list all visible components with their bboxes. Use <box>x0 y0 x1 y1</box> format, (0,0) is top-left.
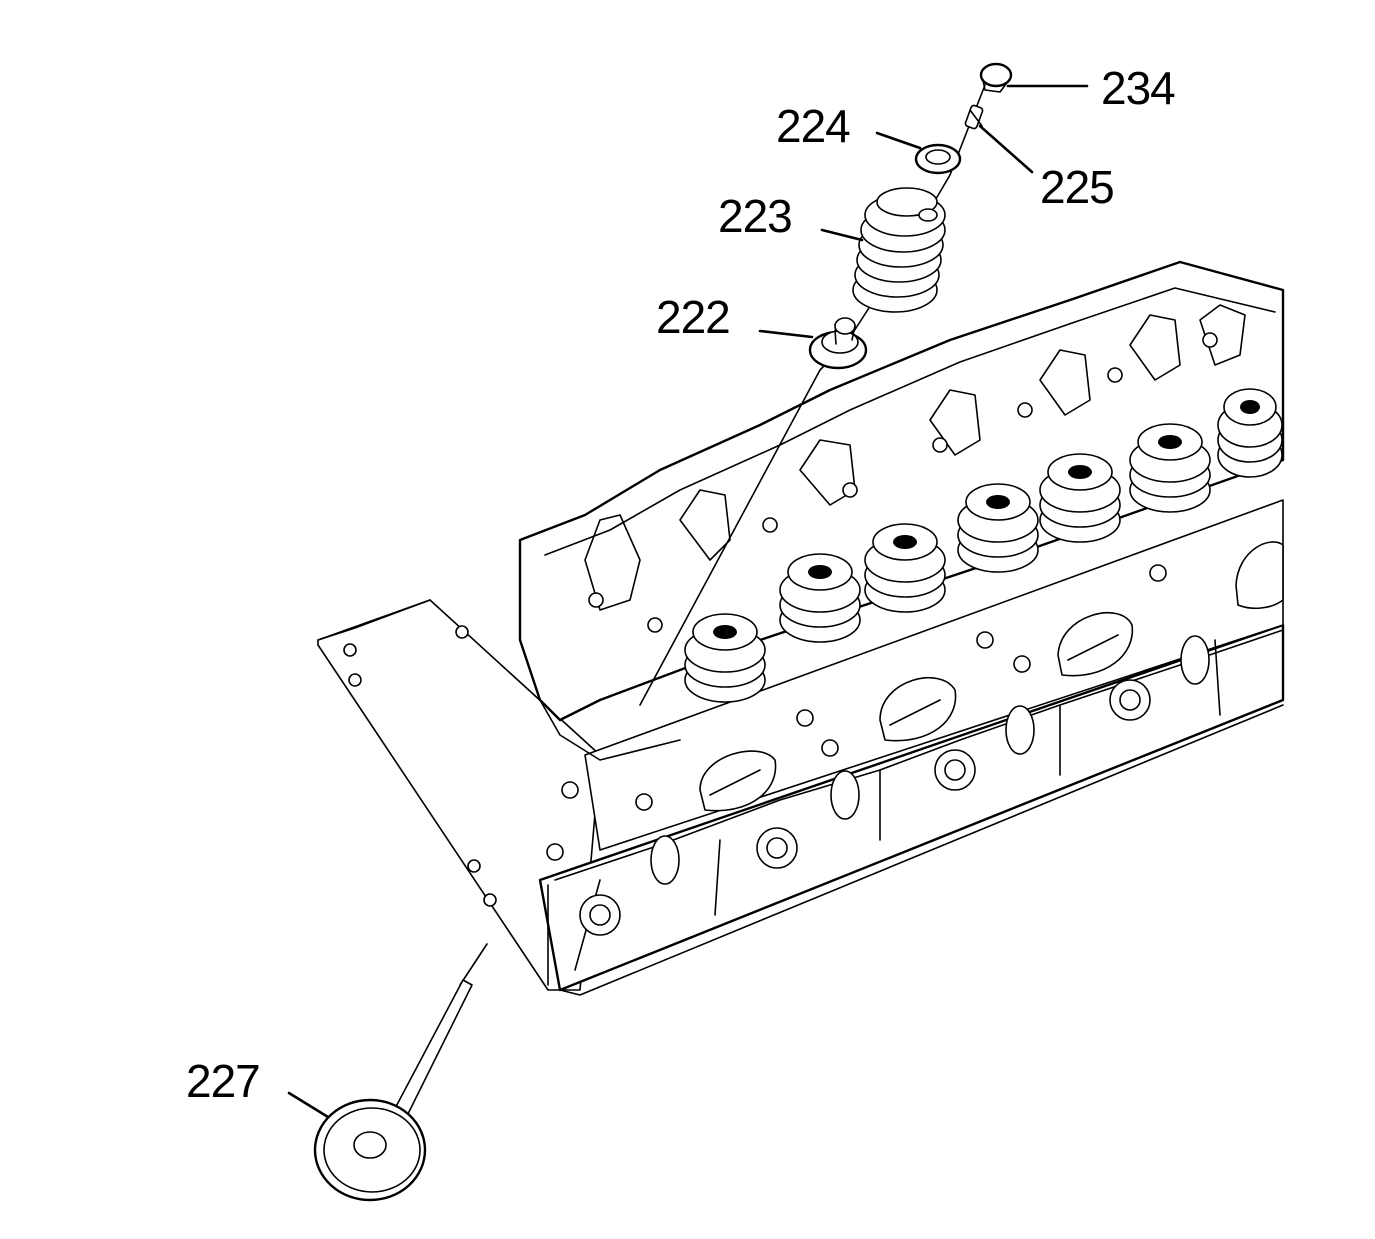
valve-stem-cap <box>979 62 1013 93</box>
leader-225 <box>978 124 1034 174</box>
rocker-pedestals <box>584 304 1246 633</box>
leader-222 <box>758 329 814 339</box>
callout-225: 225 <box>1040 161 1114 213</box>
callout-222: 222 <box>656 291 730 343</box>
leader-224 <box>875 131 922 150</box>
exhaust-ports <box>699 541 1284 812</box>
bolt-holes <box>343 564 1167 907</box>
valve <box>313 943 488 1202</box>
valve-spring-retainer <box>914 143 962 175</box>
callout-224: 224 <box>776 100 850 152</box>
valve-keys <box>964 104 984 130</box>
leader-223 <box>820 228 864 242</box>
callout-223: 223 <box>718 190 792 242</box>
callout-234: 234 <box>1101 62 1175 114</box>
exploded-parts <box>639 62 1013 706</box>
leader-lines <box>287 84 1089 1119</box>
callout-227: 227 <box>186 1055 260 1107</box>
valve-stem-oil-seal <box>808 317 868 370</box>
callout-labels: 234 224 225 223 222 227 <box>186 62 1176 1107</box>
lower-port-bosses <box>554 629 1284 971</box>
cylinder-head-cover-rail <box>518 260 1285 722</box>
valve-spring <box>852 187 946 313</box>
cylinder-head-lower-body <box>538 623 1285 992</box>
cylinder-head <box>317 260 1285 996</box>
installed-valve-springs <box>684 388 1283 703</box>
valve-stem-guide-line <box>459 943 488 986</box>
leader-227 <box>287 1091 330 1119</box>
